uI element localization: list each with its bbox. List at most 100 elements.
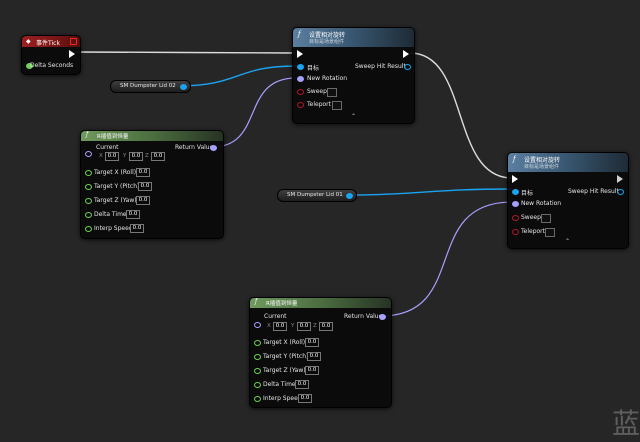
sweep-hit-result-pin[interactable] [617,189,624,195]
target-z-input[interactable]: 0.0 [136,196,150,205]
delta-time-pin[interactable] [254,382,261,388]
current-pin[interactable] [85,151,92,157]
set-rotation-2-title: 设置相对旋转 [524,157,561,164]
sweep-hit-result-pin[interactable] [404,64,411,70]
delta-seconds-pin[interactable] [26,63,33,69]
target-z-input[interactable]: 0.0 [305,366,319,375]
variable-lid-02-label: SM Dumpster Lid 02 [120,83,176,89]
target-x-pin[interactable] [85,170,92,176]
target-z-pin[interactable] [254,368,261,374]
return-value-label: Return Value [344,313,383,320]
interp-speed-input[interactable]: 0.0 [130,224,144,233]
target-z-pin[interactable] [85,198,92,204]
exec-wire-tick-to-set1 [74,51,296,54]
event-tick-header[interactable]: ◆ 事件Tick [22,36,80,47]
rinterp-1-header[interactable]: ƒ R插值到恒量 [81,131,223,141]
rinterp-to-constant-node-2[interactable]: ƒ R插值到恒量 Current Return Value X 0.0 Y 0.… [249,297,392,408]
target-y-label: Target Y (Pitch) [263,353,309,360]
teleport-label: Teleport [307,101,331,108]
target-x-input[interactable]: 0.0 [305,338,319,347]
current-z-input[interactable]: 0.0 [151,152,165,161]
target-pin[interactable] [297,64,304,70]
rinterp-1-title: R插值到恒量 [97,134,129,140]
set-relative-rotation-node-2[interactable]: ƒ 设置相对旋转 目标是场景组件 目标 Sweep Hit Result New… [507,152,629,249]
exec-out-pin[interactable] [617,175,623,183]
current-x-input[interactable]: 0.0 [273,322,287,331]
target-z-label: Target Z (Yaw) [94,197,137,204]
return-value-pin[interactable] [379,314,386,320]
set-rotation-1-header[interactable]: ƒ 设置相对旋转 目标是场景组件 [293,28,414,47]
delta-time-input[interactable]: 0.0 [126,210,140,219]
function-icon: ƒ [298,30,301,38]
lid-02-out-pin[interactable] [180,84,187,90]
interp-speed-label: Interp Speed [94,225,133,232]
target-x-input[interactable]: 0.0 [136,168,150,177]
new-rotation-pin[interactable] [512,201,519,207]
function-icon: ƒ [513,155,516,163]
teleport-checkbox[interactable] [545,228,555,237]
function-icon: ƒ [255,298,258,305]
exec-in-pin[interactable] [512,175,518,183]
target-y-input[interactable]: 0.0 [138,182,152,191]
sweep-hit-result-label: Sweep Hit Result [355,63,406,70]
expand-arrow-icon[interactable]: ⌃ [351,113,357,120]
sweep-pin[interactable] [297,89,304,95]
target-y-pin[interactable] [254,354,261,360]
exec-out-pin[interactable] [69,50,75,58]
set-rotation-1-title: 设置相对旋转 [309,32,346,39]
current-z-input[interactable]: 0.0 [319,322,333,331]
teleport-label: Teleport [521,228,545,235]
target-y-pin[interactable] [85,184,92,190]
event-tick-title: 事件Tick [36,40,60,47]
rinterp-2-header[interactable]: ƒ R插值到恒量 [250,298,391,308]
target-label: 目标 [307,65,320,72]
new-rotation-pin[interactable] [297,76,304,82]
z-axis-label: Z [145,153,149,159]
delta-time-pin[interactable] [85,212,92,218]
sweep-hit-result-label: Sweep Hit Result [568,188,619,195]
event-tick-node[interactable]: ◆ 事件Tick Delta Seconds [21,35,81,75]
object-wire-lid02-to-set1 [177,65,297,87]
sweep-checkbox[interactable] [327,88,337,97]
interp-speed-input[interactable]: 0.0 [298,394,312,403]
variable-lid-01[interactable]: SM Dumpster Lid 01 [277,189,357,202]
current-y-input[interactable]: 0.0 [129,152,143,161]
delegate-pin-icon[interactable] [70,38,77,45]
blueprint-watermark: 蓝 [612,407,640,440]
lid-01-out-pin[interactable] [346,193,353,199]
return-value-pin[interactable] [210,145,217,151]
target-y-input[interactable]: 0.0 [307,352,321,361]
target-pin[interactable] [512,189,519,195]
set-relative-rotation-node-1[interactable]: ƒ 设置相对旋转 目标是场景组件 目标 Sweep Hit Result New… [292,27,415,124]
interp-speed-pin[interactable] [85,226,92,232]
object-wire-lid01-to-set2 [343,188,513,196]
current-y-input[interactable]: 0.0 [297,322,311,331]
y-axis-label: Y [291,323,295,329]
y-axis-label: Y [123,153,127,159]
teleport-pin[interactable] [512,229,519,235]
rinterp-to-constant-node-1[interactable]: ƒ R插值到恒量 Current Return Value X 0.0 Y 0.… [80,130,224,239]
target-y-label: Target Y (Pitch) [94,183,140,190]
interp-speed-pin[interactable] [254,396,261,402]
target-x-pin[interactable] [254,340,261,346]
current-x-input[interactable]: 0.0 [105,152,119,161]
expand-arrow-icon[interactable]: ⌃ [565,238,571,245]
current-pin[interactable] [254,322,261,328]
exec-wire-set1-to-set2 [409,52,513,179]
sweep-pin[interactable] [512,215,519,221]
exec-in-pin[interactable] [297,50,303,58]
teleport-pin[interactable] [297,102,304,108]
target-x-label: Target X (Roll) [263,339,306,346]
target-z-label: Target Z (Yaw) [263,367,306,374]
event-diamond-icon: ◆ [26,38,31,45]
teleport-checkbox[interactable] [332,101,342,110]
x-axis-label: X [267,323,271,329]
rotator-wire-interp1-to-set1 [211,77,297,148]
exec-out-pin[interactable] [403,50,409,58]
delta-time-input[interactable]: 0.0 [295,380,309,389]
delta-time-label: Delta Time [94,211,127,218]
variable-lid-02[interactable]: SM Dumpster Lid 02 [110,80,191,93]
set-rotation-2-header[interactable]: ƒ 设置相对旋转 目标是场景组件 [508,153,628,172]
sweep-checkbox[interactable] [541,214,551,223]
